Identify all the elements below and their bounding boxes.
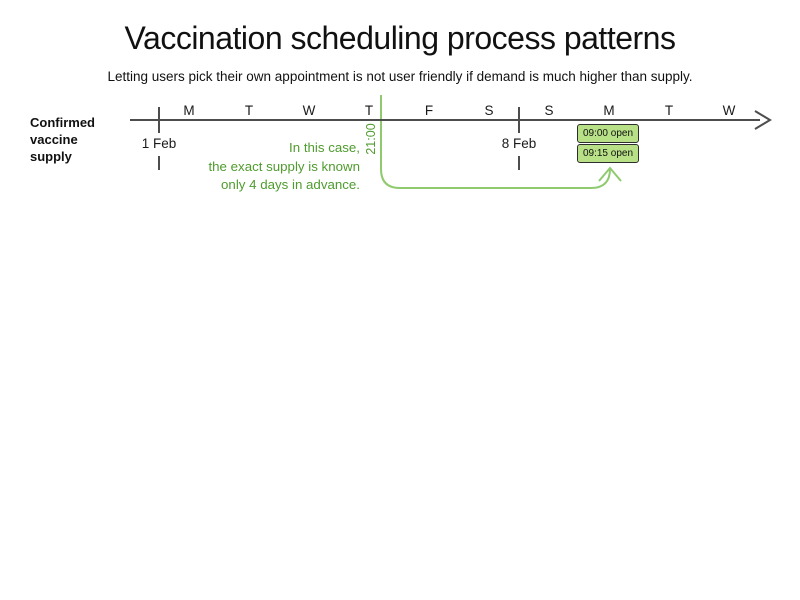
day-label-tue2: T (664, 103, 674, 118)
slot-0900-open: 09:00 open (577, 124, 639, 143)
day-label-wed2: W (722, 103, 736, 118)
day-label-sat1: S (484, 103, 494, 118)
slot-0915-open: 09:15 open (577, 144, 639, 163)
day-label-fri1: F (424, 103, 434, 118)
day-label-mon1: M (183, 103, 195, 118)
day-label-wed1: W (302, 103, 316, 118)
day-label-sun1: S (544, 103, 554, 118)
day-label-mon2: M (603, 103, 615, 118)
supply-annotation-line-1: In this case, (289, 140, 360, 155)
axis-arrowhead-icon (754, 110, 772, 130)
supply-known-time-label: 21:00 (364, 123, 378, 155)
day-label-thu1: T (364, 103, 374, 118)
date-label-1feb: 1 Feb (141, 136, 177, 151)
timeline-axis-label: Confirmed vaccine supply (30, 115, 95, 164)
day-label-tue1: T (244, 103, 254, 118)
supply-annotation-line-3: only 4 days in advance. (221, 177, 360, 192)
supply-annotation-line-2: the exact supply is known (208, 158, 360, 174)
date-label-8feb: 8 Feb (501, 136, 537, 151)
supply-annotation: In this case, the exact supply is known … (110, 139, 360, 195)
page-title: Vaccination scheduling process patterns (124, 20, 676, 56)
supply-known-line (380, 95, 611, 189)
page-subtitle: Letting users pick their own appointment… (107, 69, 693, 84)
supply-arrowhead-icon (598, 166, 622, 182)
